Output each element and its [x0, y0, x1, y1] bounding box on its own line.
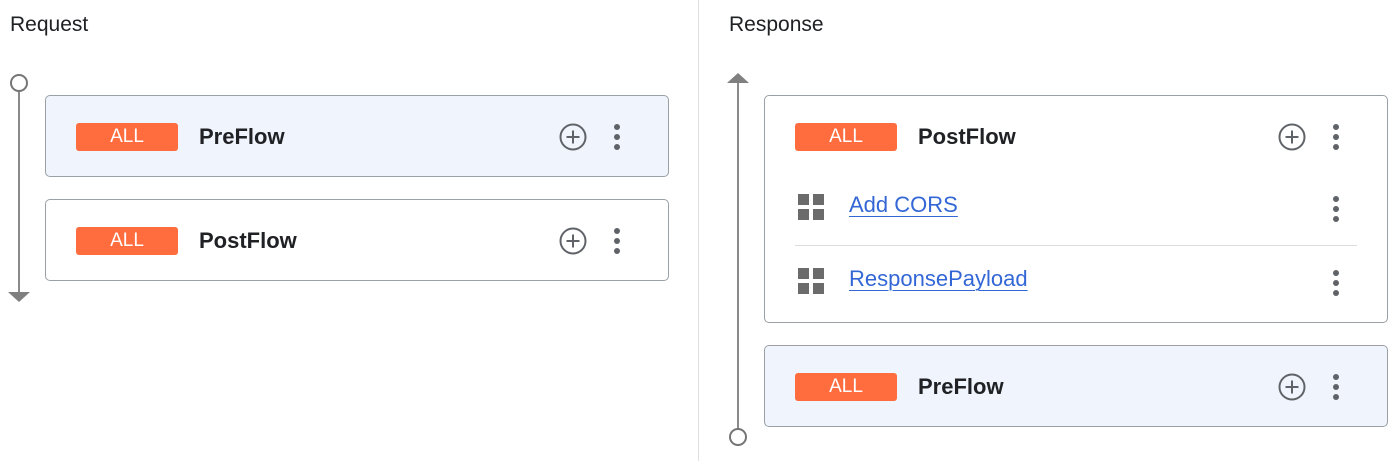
- add-circle-icon[interactable]: [558, 122, 588, 152]
- panel-divider: [698, 0, 699, 461]
- more-vert-icon[interactable]: [1326, 268, 1346, 298]
- more-vert-icon[interactable]: [1326, 372, 1346, 402]
- flow-header: ALL PostFlow: [765, 96, 1387, 176]
- more-vert-icon[interactable]: [607, 122, 627, 152]
- flow-name: PreFlow: [918, 374, 1004, 399]
- flow-header: ALL PreFlow: [765, 346, 1387, 426]
- method-badge: ALL: [76, 123, 178, 151]
- response-title: Response: [729, 13, 824, 36]
- more-vert-icon[interactable]: [607, 226, 627, 256]
- policy-row-response-payload: ResponsePayload: [765, 246, 1387, 318]
- timeline-arrow-down-icon: [8, 292, 30, 302]
- request-postflow-card[interactable]: ALL PostFlow: [45, 199, 669, 281]
- response-preflow-card[interactable]: ALL PreFlow: [764, 345, 1388, 427]
- policy-row-add-cors: Add CORS: [765, 172, 1387, 244]
- timeline-line: [18, 92, 20, 292]
- policy-link-add-cors[interactable]: Add CORS: [849, 192, 958, 217]
- method-badge: ALL: [76, 227, 178, 255]
- request-panel: Request ALL PreFlow ALL PostFlow: [8, 13, 669, 302]
- policy-divider: [795, 245, 1357, 246]
- flow-name: PreFlow: [199, 124, 285, 149]
- method-badge: ALL: [795, 373, 897, 401]
- request-title: Request: [10, 13, 89, 36]
- response-panel: Response ALL PostFlow: [699, 0, 1393, 461]
- more-vert-icon[interactable]: [1326, 122, 1346, 152]
- timeline-arrow-up-icon: [727, 73, 749, 83]
- response-postflow-card[interactable]: ALL PostFlow Add CORS: [764, 95, 1388, 323]
- request-preflow-card[interactable]: ALL PreFlow: [45, 95, 669, 177]
- more-vert-icon[interactable]: [1326, 194, 1346, 224]
- flow-header: ALL PostFlow: [46, 200, 668, 280]
- flow-name: PostFlow: [199, 228, 297, 253]
- add-circle-icon[interactable]: [1277, 372, 1307, 402]
- grid-icon: [798, 268, 824, 294]
- timeline-line: [737, 83, 739, 428]
- policy-link-response-payload[interactable]: ResponsePayload: [849, 266, 1028, 291]
- add-circle-icon[interactable]: [558, 226, 588, 256]
- timeline-end-circle: [729, 428, 747, 446]
- flow-header: ALL PreFlow: [46, 96, 668, 176]
- method-badge: ALL: [795, 123, 897, 151]
- grid-icon: [798, 194, 824, 220]
- timeline-start-circle: [10, 74, 28, 92]
- flow-name: PostFlow: [918, 124, 1016, 149]
- add-circle-icon[interactable]: [1277, 122, 1307, 152]
